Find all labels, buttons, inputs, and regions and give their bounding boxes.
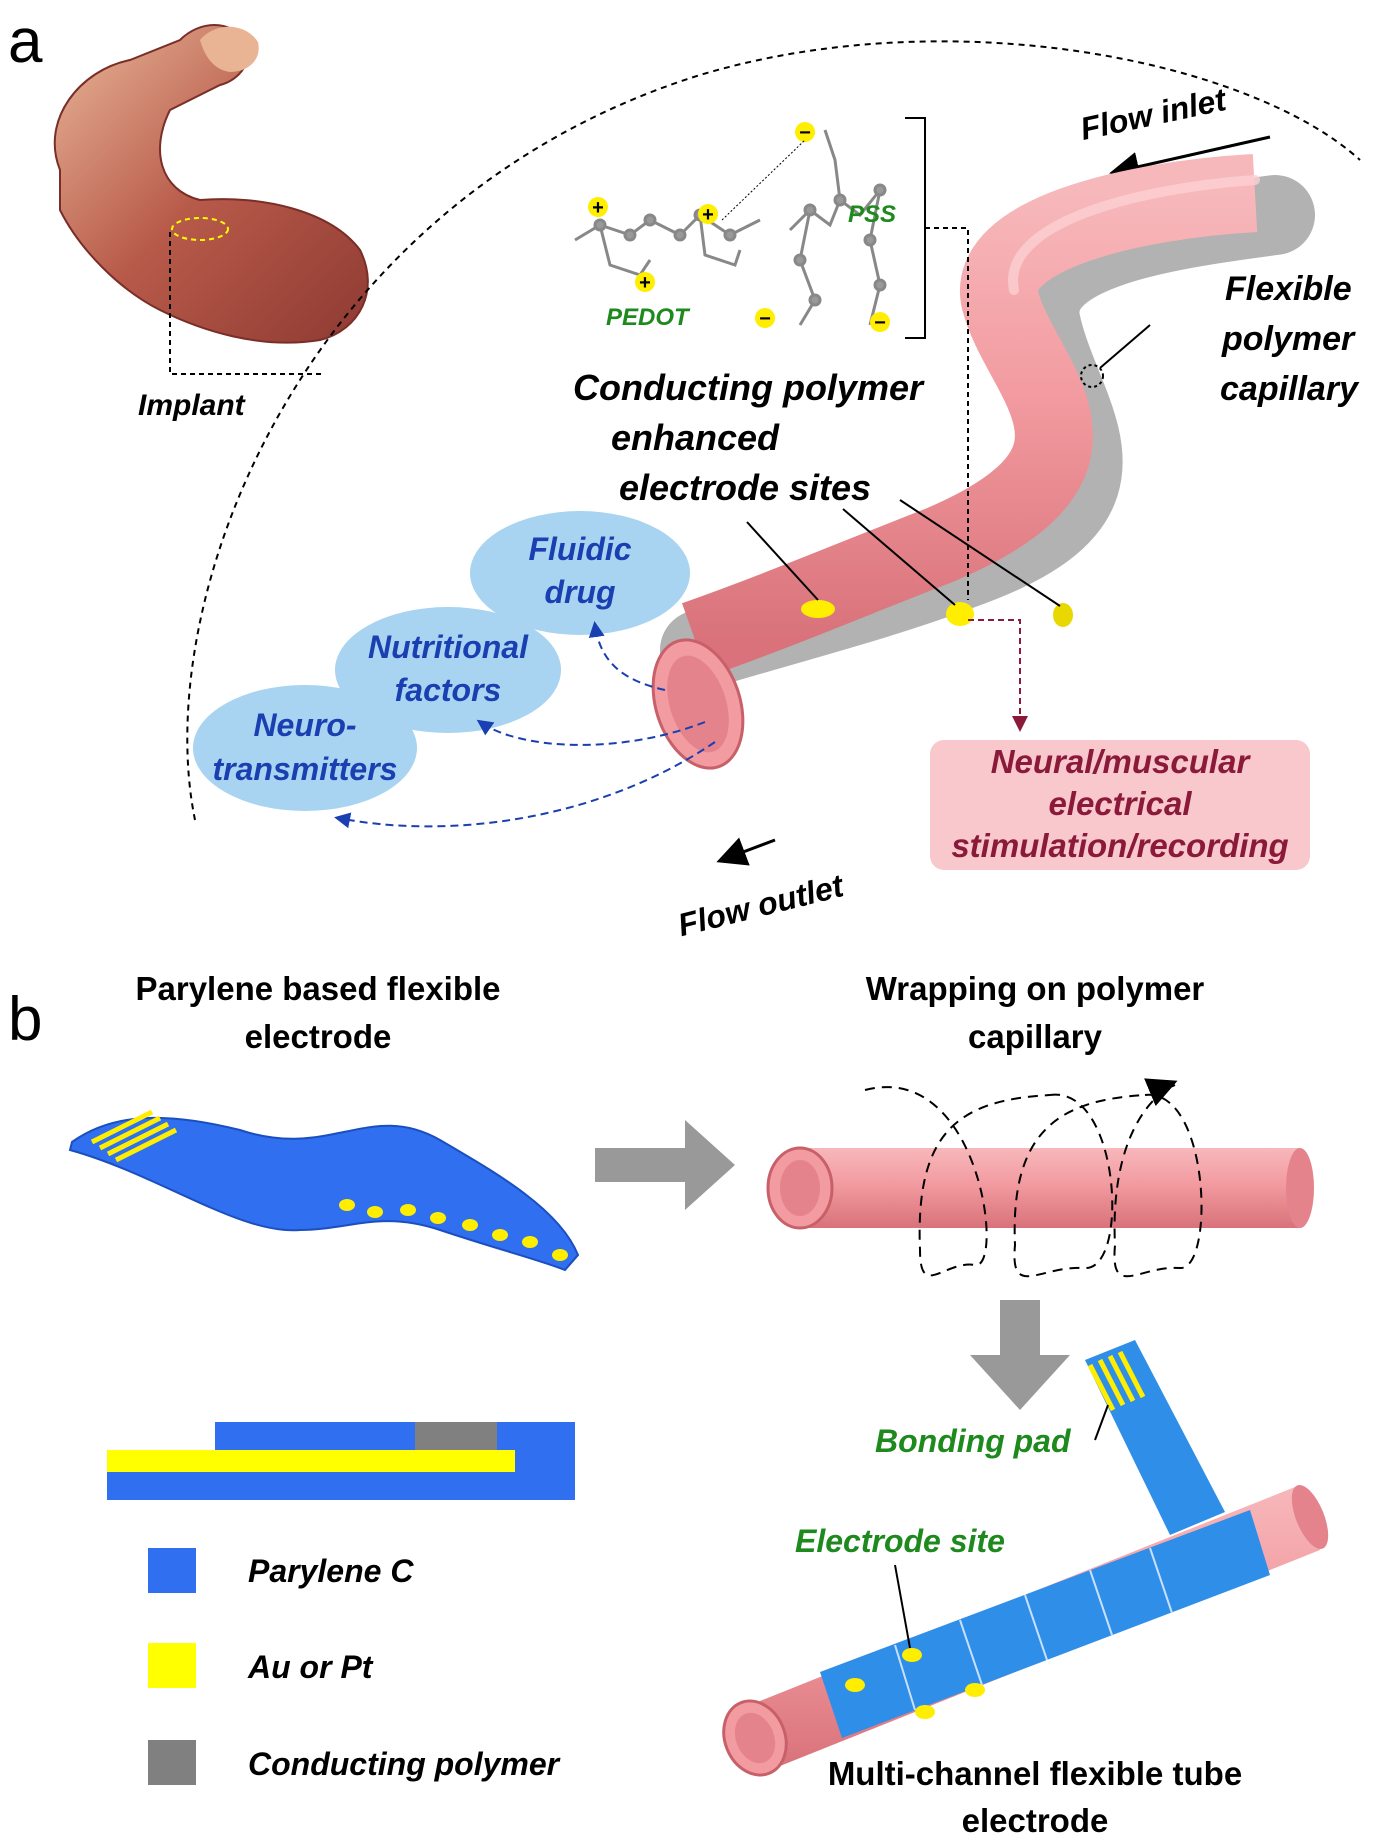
arm-illustration	[53, 24, 369, 344]
fluidic-drug-label-2: drug	[544, 574, 615, 610]
process-arrow-down	[970, 1300, 1070, 1410]
electrode-sites-label-1: Conducting polymer	[573, 367, 925, 408]
stimulation-box	[930, 740, 1310, 870]
pedot-pss-molecule	[574, 129, 887, 326]
pss-label: PSS	[848, 201, 896, 228]
fluidic-drug-label-1: Fluidic	[528, 531, 631, 567]
electrode-site-label: Electrode site	[795, 1523, 1005, 1559]
implant-leader-line	[169, 232, 325, 375]
flow-outlet-label: Flow outlet	[674, 867, 848, 943]
multichannel-title-1: Multi-channel flexible tube	[828, 1755, 1242, 1792]
wrapping-title-1: Wrapping on polymer	[866, 970, 1205, 1007]
capillary-label-3: capillary	[1220, 370, 1360, 408]
wrapping-title-2: capillary	[968, 1018, 1103, 1055]
fluid-arrow-2	[476, 719, 706, 746]
neurotransmitters-label-1: Neuro-	[253, 707, 356, 743]
stimulation-label-2: electrical	[1048, 785, 1192, 822]
multichannel-title-2: electrode	[962, 1802, 1109, 1839]
parylene-title-2: electrode	[245, 1018, 392, 1055]
legend-label-conducting: Conducting polymer	[248, 1746, 561, 1782]
bonding-pad-label: Bonding pad	[875, 1423, 1072, 1459]
ribbon-electrode-sites	[339, 1199, 568, 1261]
stimulation-label-3: stimulation/recording	[951, 827, 1288, 864]
flexible-capillary	[682, 154, 1258, 677]
multichannel-tube-electrode	[722, 1340, 1329, 1777]
layer-stack	[107, 1422, 575, 1500]
svg-text:+: +	[592, 197, 604, 219]
svg-text:−: −	[874, 312, 886, 334]
wrapping-loops	[864, 1084, 1203, 1278]
legend-label-parylene: Parylene C	[248, 1553, 414, 1589]
panel-a-letter: a	[8, 7, 43, 76]
bubble-neurotransmitters	[193, 685, 417, 811]
parylene-ribbon	[68, 1116, 580, 1272]
electrode-site-2	[946, 602, 974, 626]
pedot-label: PEDOT	[606, 304, 691, 331]
neurotransmitters-label-2: transmitters	[213, 751, 398, 787]
fluid-arrow-1	[588, 621, 666, 691]
electrode-sites-label-2: enhanced	[611, 417, 780, 458]
legend-swatch-parylene	[148, 1548, 196, 1593]
implant-label: Implant	[138, 389, 247, 422]
electrode-site-1	[801, 600, 835, 618]
flow-outlet-arrow	[716, 837, 776, 866]
process-arrow-right	[595, 1120, 735, 1210]
fluid-arrow-3	[334, 741, 716, 829]
charge-markers: + + + − − −	[588, 122, 890, 334]
svg-text:+: +	[639, 272, 651, 294]
svg-text:+: +	[702, 204, 714, 226]
stimulation-label-1: Neural/muscular	[991, 743, 1252, 780]
panel-b-letter: b	[8, 985, 42, 1054]
ribbon-pads	[90, 1109, 178, 1163]
nutritional-factors-label-2: factors	[395, 672, 502, 708]
bubble-nutritional-factors	[335, 607, 561, 733]
molecule-bracket	[905, 117, 926, 339]
flow-inlet-label: Flow inlet	[1077, 81, 1230, 147]
legend-swatch-au	[148, 1643, 196, 1688]
capillary-label-2: polymer	[1221, 320, 1356, 358]
electrode-site-3	[1053, 603, 1073, 627]
capillary-label-1: Flexible	[1225, 270, 1352, 308]
svg-text:−: −	[799, 122, 811, 144]
svg-text:−: −	[759, 308, 771, 330]
legend-label-au: Au or Pt	[247, 1649, 374, 1685]
flow-inlet-arrow	[1109, 135, 1271, 182]
bubble-fluidic-drug	[470, 511, 690, 635]
legend-swatch-conducting	[148, 1740, 196, 1785]
straight-capillary	[800, 1148, 1300, 1228]
nutritional-factors-label-1: Nutritional	[368, 629, 529, 665]
electrode-sites-label-3: electrode sites	[619, 467, 871, 508]
parylene-title-1: Parylene based flexible	[135, 970, 500, 1007]
